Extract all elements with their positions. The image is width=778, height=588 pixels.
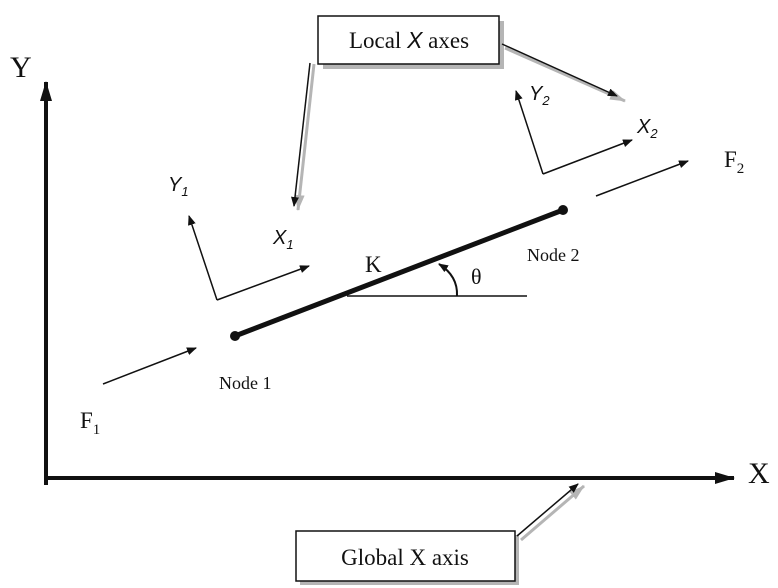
angle-label: θ	[471, 264, 482, 289]
local-x1-label: X1	[272, 227, 294, 252]
local-x2-label: X2	[636, 116, 658, 141]
local-callout-pointer-x2	[501, 43, 618, 97]
local-x2-axis	[542, 139, 633, 175]
local-callout-pointer-x1-shadow	[294, 63, 316, 211]
stiffness-label: K	[365, 252, 382, 277]
node-1-label: Node 1	[219, 373, 272, 393]
global-callout-pointer	[516, 483, 579, 537]
global-callout-pointer-shadow	[520, 484, 585, 542]
local-axes-callout-italic: X	[406, 27, 424, 53]
local-x1-axis	[216, 265, 310, 301]
node-2-dot	[558, 205, 568, 215]
local-y2-label: Y2	[529, 83, 550, 108]
global-x-label: X	[748, 457, 770, 490]
global-y-label: Y	[10, 51, 32, 84]
local-y2-axis	[514, 90, 544, 175]
node-1-dot	[230, 331, 240, 341]
force-f2-label: F2	[724, 147, 744, 177]
local-y1-label: Y1	[168, 174, 189, 199]
local-y1-axis	[188, 215, 218, 301]
node-2-label: Node 2	[527, 245, 580, 265]
force-f1-label: F1	[80, 408, 100, 438]
angle-arc	[438, 263, 459, 297]
global-axis-callout-box	[295, 530, 516, 582]
local-callout-pointer-x2-shadow	[504, 46, 626, 103]
spring-element	[234, 207, 564, 339]
global-axis-callout-text: Global X axis	[341, 545, 469, 570]
force-f2-arrow	[595, 160, 689, 197]
local-callout-pointer-x1	[291, 62, 311, 207]
force-f1-arrow	[102, 347, 197, 385]
local-axes-callout-text: Local X axes	[349, 27, 469, 53]
local-axes-callout-box	[317, 15, 500, 65]
